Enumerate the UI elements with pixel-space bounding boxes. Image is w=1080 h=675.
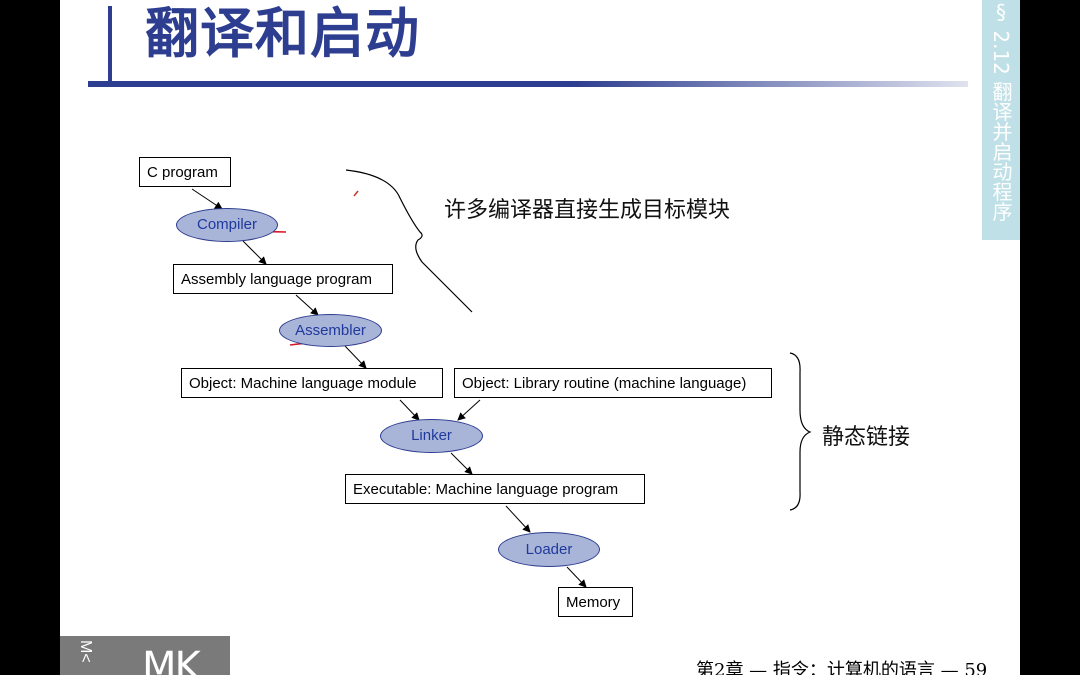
brace-compiler-note xyxy=(345,169,473,313)
static-linking-note: 静态链接 xyxy=(822,425,911,450)
compiler-ellipse: Compiler xyxy=(176,208,278,242)
arrow-executable-loader xyxy=(505,505,531,533)
title-vertical-rule xyxy=(108,6,112,82)
arrow-linker-executable xyxy=(450,452,473,475)
arrow-assembler-object xyxy=(344,345,367,369)
arrow-loader-memory xyxy=(566,566,587,588)
compiler-note: 许多编译器直接生成目标模块 xyxy=(444,198,731,223)
diagram-connectors xyxy=(191,169,812,588)
title-underline xyxy=(88,81,968,87)
slide-title: 翻译和启动 xyxy=(145,2,420,65)
publisher-side-mark: M< xyxy=(77,640,94,663)
c-program-box: C program xyxy=(139,157,231,187)
object-module-box: Object: Machine language module xyxy=(181,368,443,398)
section-tab xyxy=(982,0,1020,240)
slide: 翻译和启动 § 2.12 翻译并启动程序 xyxy=(60,0,1020,675)
arrow-library-linker xyxy=(457,399,481,421)
loader-ellipse: Loader xyxy=(498,532,600,567)
mk-logo: MK xyxy=(142,644,201,675)
publisher-logo-block: M< MK xyxy=(60,636,230,675)
section-tab-label: § 2.12 翻译并启动程序 xyxy=(989,0,1013,222)
linker-ellipse: Linker xyxy=(380,419,483,453)
arrow-cprogram-compiler xyxy=(191,188,223,210)
assembler-ellipse: Assembler xyxy=(279,314,382,347)
assembly-program-box: Assembly language program xyxy=(173,264,393,294)
slide-footer: 第2章 — 指令：计算机的语言 — 59 xyxy=(696,660,988,675)
brace-static-linking xyxy=(789,352,812,511)
arrow-assembly-assembler xyxy=(295,294,319,316)
executable-box: Executable: Machine language program xyxy=(345,474,645,504)
pen-cursor-icon xyxy=(353,190,359,197)
arrow-object-linker xyxy=(399,399,420,421)
memory-box: Memory xyxy=(558,587,633,617)
arrow-compiler-assembly xyxy=(242,240,267,265)
object-library-box: Object: Library routine (machine languag… xyxy=(454,368,772,398)
